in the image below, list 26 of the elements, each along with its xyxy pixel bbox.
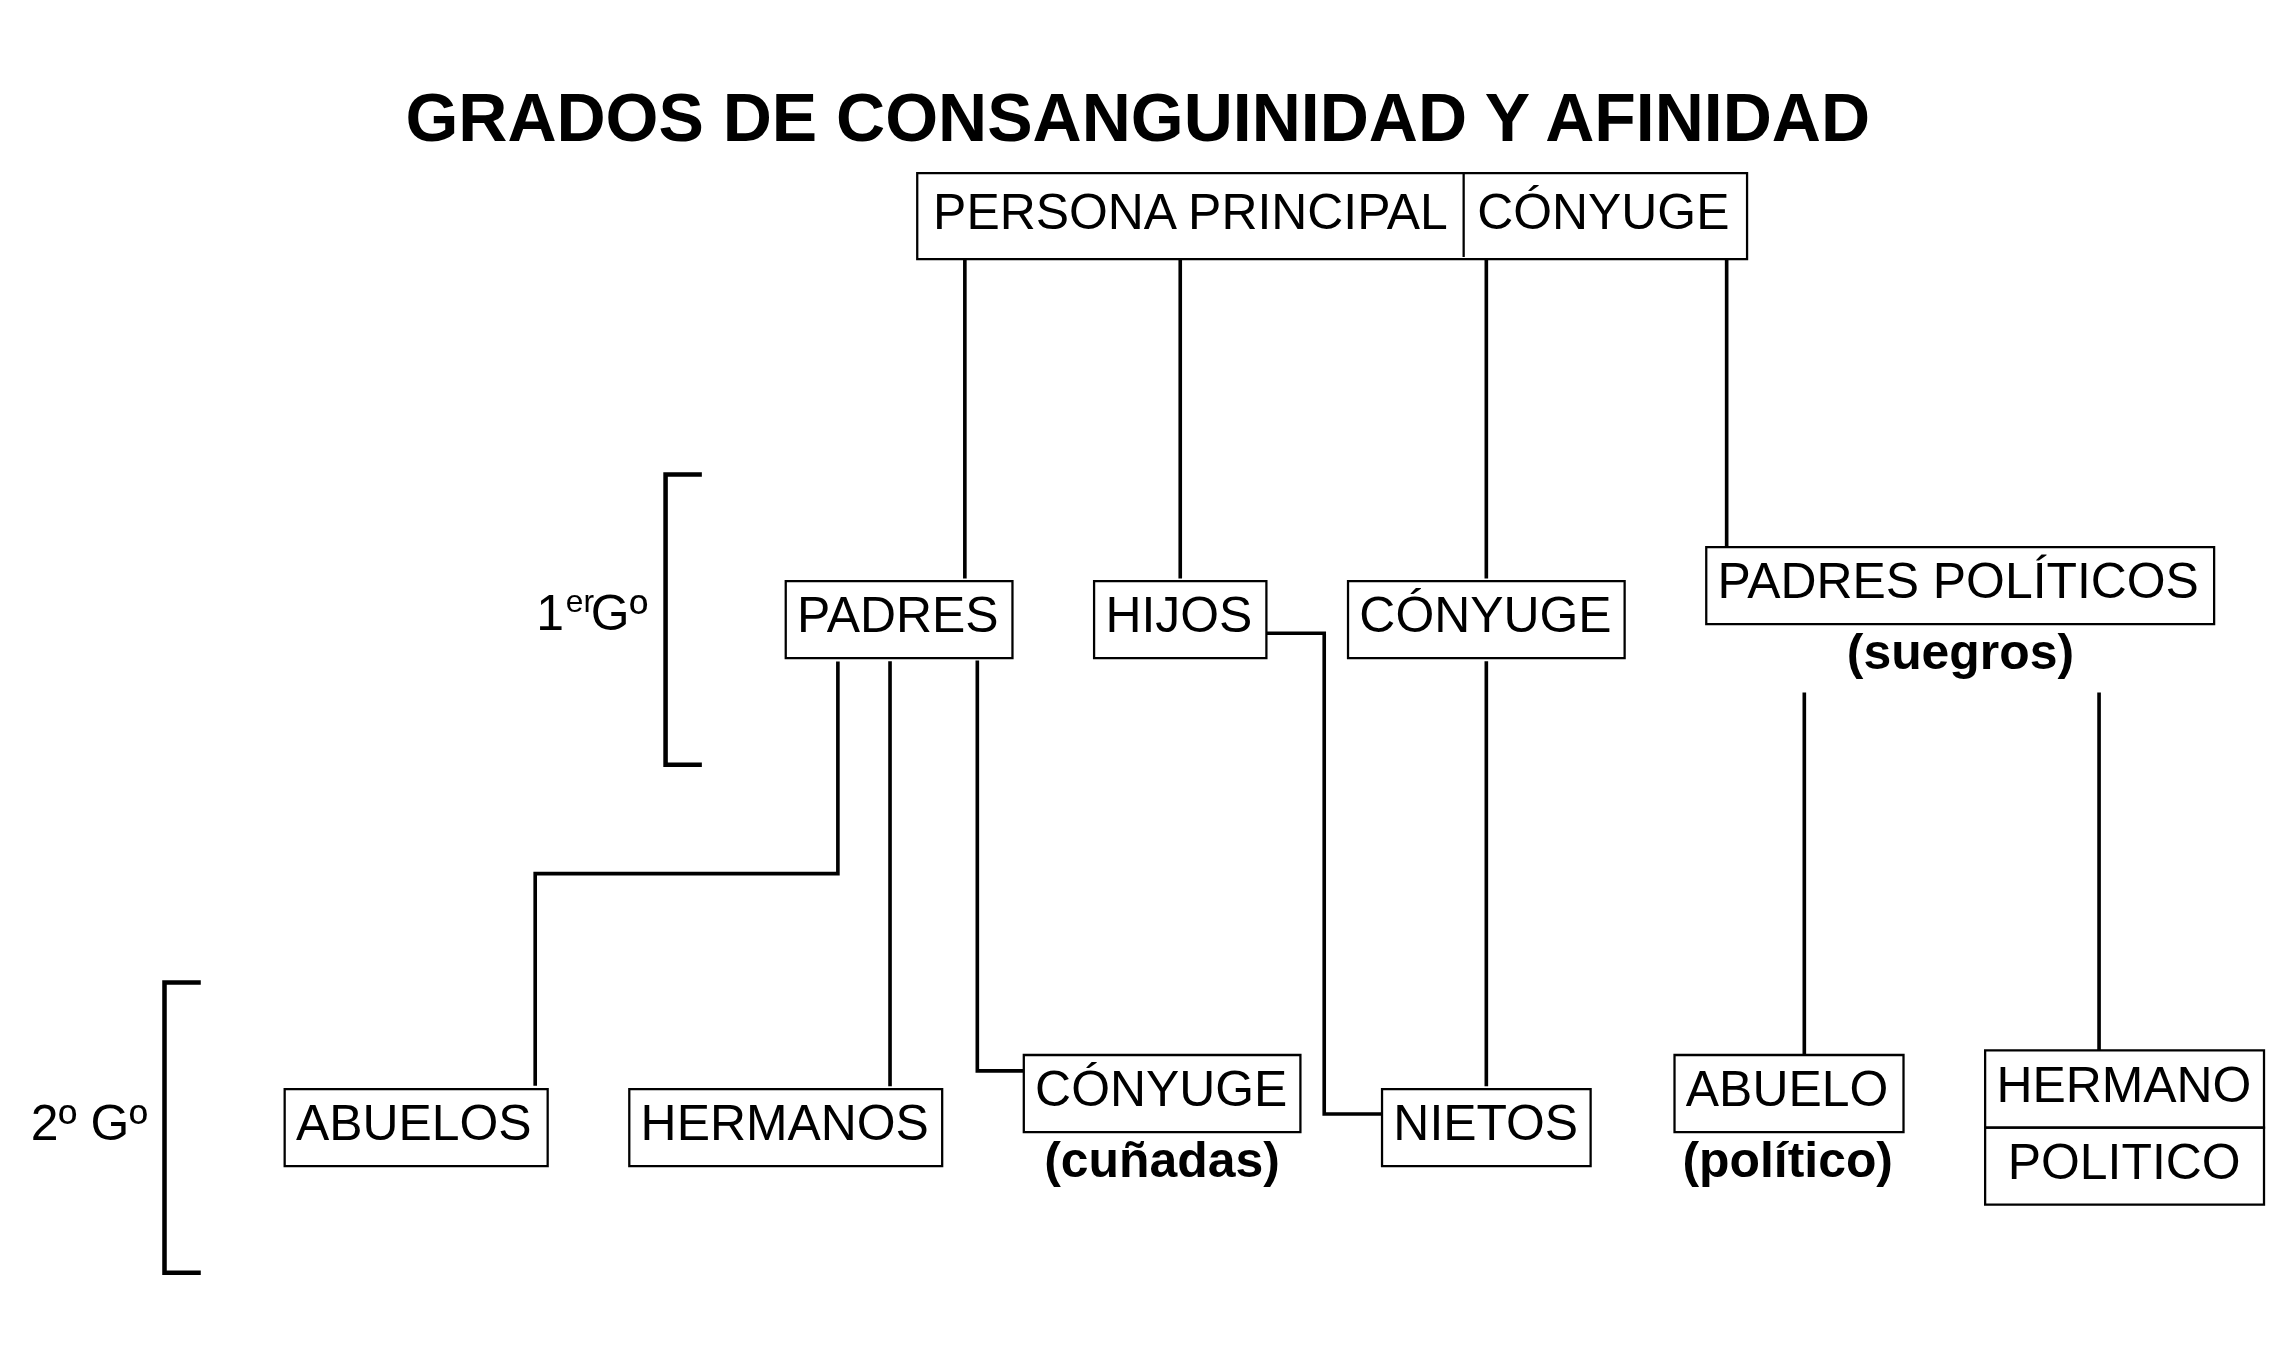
node-box: CÓNYUGE <box>1022 1053 1302 1133</box>
node-box: HERMANOS <box>628 1087 944 1167</box>
node-box: PADRES <box>784 579 1014 659</box>
node-label: (suegros) <box>1846 623 2075 680</box>
label: 2º Gº <box>30 1094 148 1151</box>
node-box: ABUELOS <box>283 1087 549 1167</box>
connector <box>1802 691 1807 1055</box>
node-box: NIETOS <box>1380 1087 1592 1167</box>
node-box: PADRES POLÍTICOS <box>1705 545 2216 625</box>
connector <box>1484 258 1489 579</box>
node-box: ABUELO <box>1673 1053 1905 1133</box>
connector <box>1266 630 1382 1116</box>
connector <box>963 258 967 579</box>
connector <box>1484 660 1489 1086</box>
node-label: (político) <box>1682 1131 1893 1188</box>
connector <box>1178 258 1183 579</box>
label: 1$^{er}$Gº <box>536 582 648 641</box>
diagram-title: GRADOS DE CONSANGUINIDAD Y AFINIDAD <box>405 78 1871 155</box>
node-label: (cuñadas) <box>1044 1131 1280 1188</box>
connector <box>1724 258 1729 547</box>
connector <box>888 660 892 1086</box>
connector <box>533 661 840 1086</box>
connector <box>2097 691 2101 1050</box>
connector <box>975 660 1023 1073</box>
node-box: CÓNYUGE <box>1346 579 1626 659</box>
node-box: HIJOS <box>1092 579 1268 659</box>
